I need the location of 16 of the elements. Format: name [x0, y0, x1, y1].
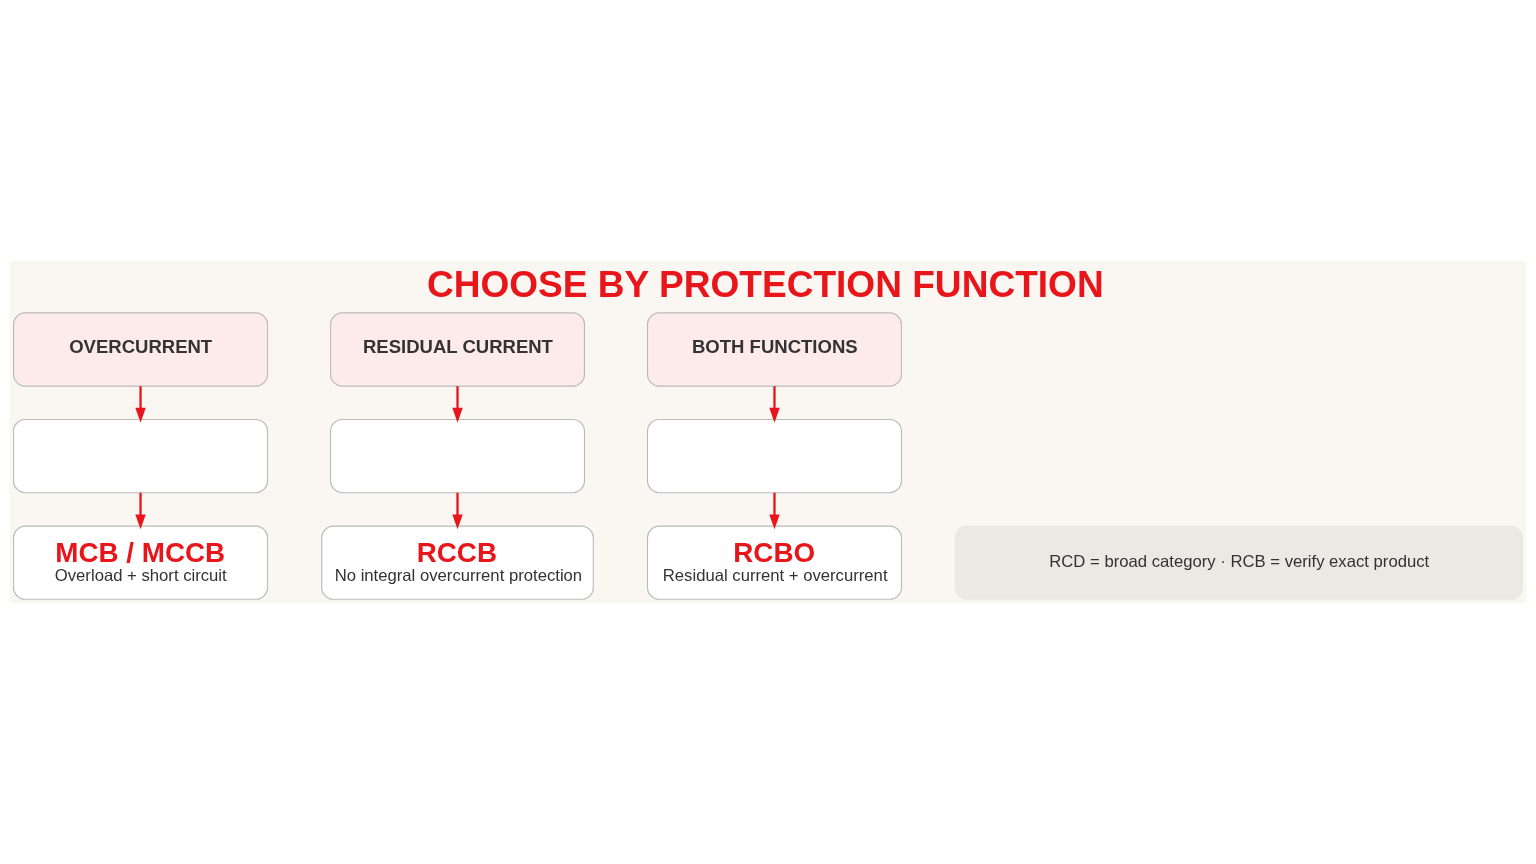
arrow	[769, 492, 780, 530]
node-box: OVERCURRENT	[13, 312, 269, 387]
node-box	[646, 418, 902, 494]
arrow	[452, 386, 463, 423]
node-box: RCCB No integral overcurrent protection	[321, 525, 594, 600]
arrow	[135, 386, 146, 423]
diagram-title: CHOOSE BY PROTECTION FUNCTION	[426, 263, 1104, 306]
arrow	[452, 492, 463, 530]
arrow	[135, 492, 146, 530]
node-box	[330, 418, 586, 494]
node-box: BOTH FUNCTIONS	[646, 312, 902, 387]
node-box: RCBO Residual current + overcurrent	[646, 525, 902, 600]
node-box: RESIDUAL CURRENT	[330, 312, 586, 387]
node-box	[13, 418, 269, 494]
node-box: MCB / MCCB Overload + short circuit	[13, 525, 269, 600]
arrow	[769, 386, 780, 423]
